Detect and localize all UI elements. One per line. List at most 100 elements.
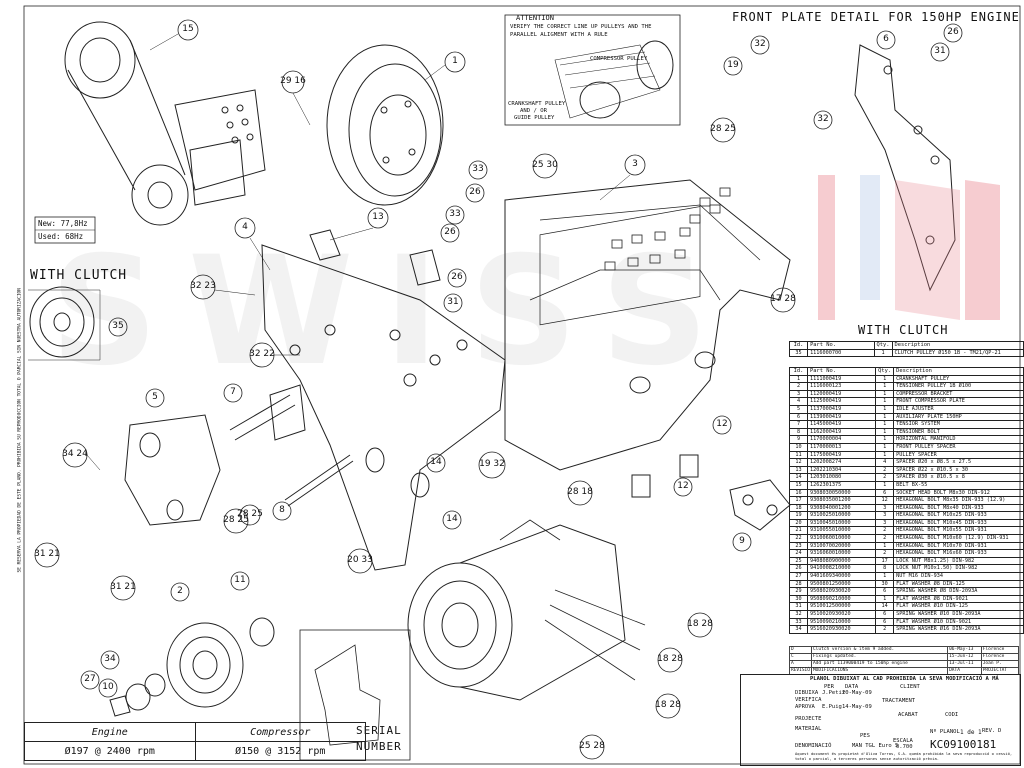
callout-35: 35	[112, 321, 124, 331]
callout-32: 32	[754, 39, 766, 49]
revision-cell: C	[789, 653, 812, 661]
bom-cell: 9308040001200	[806, 503, 877, 513]
callout-33: 33	[472, 164, 484, 174]
bom-cell: 9408080900000	[806, 556, 877, 566]
callout-31: 31	[447, 297, 459, 307]
bom-cell: 24	[789, 549, 808, 558]
bom-cell: 31	[789, 602, 808, 611]
bom-cell: 1262301375	[806, 480, 877, 490]
bom-cell: 9316060010000	[806, 549, 877, 558]
callout-28-25: 28 25	[223, 515, 249, 525]
bom-cell: 1	[875, 374, 895, 384]
bom-cell: 6	[875, 587, 895, 596]
bom-cell: 9310025010000	[806, 511, 877, 520]
tb-tractament: TRACTAMENT	[882, 698, 916, 704]
bom-cell: FLAT WASHER Ø10 DIN-9021	[893, 617, 1024, 627]
bom-cell: 2	[875, 534, 895, 543]
bom-cell: 1	[875, 412, 895, 422]
tb-denominacio: DENOMINACIÓ	[795, 743, 832, 749]
callout-8: 8	[279, 505, 285, 515]
bom-cell: 1111000419	[806, 374, 877, 384]
bom-cell: 9510090210000	[806, 617, 877, 627]
tb-rev-label: REV.	[982, 728, 996, 734]
bom-cell: HEXAGONAL BOLT M16x60 DIN-933	[893, 549, 1024, 558]
bom-cell: 9510020930020	[806, 610, 877, 619]
callout-25-28: 25 28	[579, 741, 605, 751]
revision-cell: Add part 1139000419 to 150hp engine	[810, 660, 949, 668]
bom-cell: 3	[875, 511, 895, 520]
callout-19-32: 19 32	[479, 459, 505, 469]
callout-26: 26	[469, 187, 481, 197]
callout-9: 9	[739, 536, 745, 546]
bom-cell: 1	[875, 397, 895, 406]
perf-header-engine: Engine	[24, 722, 196, 742]
bom-cell: IDLE AJUSTER	[893, 404, 1024, 414]
bom-cell: SPRING WASHER Ø10 DIN-2093A	[893, 610, 1024, 619]
attention-crank-3: GUIDE PULLEY	[514, 115, 555, 121]
tb-dibuixa-data: 20-May-09	[842, 690, 872, 696]
callout-31-21: 31 21	[110, 582, 136, 592]
bom-header-row: Id.Part No.Qty.Description	[789, 367, 1024, 376]
callout-13: 13	[372, 212, 384, 222]
callout-25-30: 25 30	[532, 160, 558, 170]
tb-planol-label: Nº PLANOL	[930, 729, 960, 735]
callout-31-21: 31 21	[34, 549, 60, 559]
bom-cell: 26	[789, 564, 808, 574]
callout-32-23: 32 23	[190, 281, 216, 291]
bom-cell: TENSIONER PULLEY 1B Ø100	[893, 382, 1024, 391]
bom-header-cell: Part No.	[806, 367, 877, 376]
bom-cell: FLAT WASHER Ø10 DIN-125	[893, 602, 1024, 611]
bom-cell: 9310045010000	[806, 518, 877, 528]
bom-cell: 9310060010000	[806, 534, 877, 543]
callout-2: 2	[177, 586, 183, 596]
bom-cell: 1	[875, 594, 895, 604]
bom-cell: 16	[789, 488, 808, 498]
callout-34: 34	[104, 654, 116, 664]
clutch-cell: 35	[788, 348, 809, 358]
clutch-header-row: Id.Part No.Qty.Description	[788, 341, 1024, 350]
bom-cell: TENSIOR SYSTEM	[893, 420, 1024, 429]
bom-cell: 17	[789, 496, 808, 505]
callout-14: 14	[430, 457, 442, 467]
tb-rev-val: D	[998, 728, 1002, 734]
bom-cell: 6	[789, 412, 808, 422]
bom-cell: 14	[789, 473, 808, 482]
tb-dibuixa-per: J.Petit	[822, 690, 846, 696]
with-clutch-table-heading: WITH CLUTCH	[858, 323, 949, 337]
bom-cell: 6	[875, 617, 895, 627]
callout-19: 19	[727, 60, 739, 70]
bom-cell: SOCKET HEAD BOLT M8x30 DIN-912	[893, 488, 1024, 498]
bom-cell: 1125000419	[806, 397, 877, 406]
callout-18-28: 18 28	[657, 654, 683, 664]
title-block	[740, 674, 1021, 766]
tb-escala: ESCALA	[893, 738, 913, 744]
tb-footer: Aquest document és propietat d'Oliva Tor…	[795, 751, 1013, 761]
perf-value-engine: Ø197 @ 2400 rpm	[24, 741, 196, 761]
callout-11: 11	[234, 575, 246, 585]
attention-crank-1: CRANKSHAFT PULLEY	[508, 101, 566, 107]
perf-header-compressor: Compressor	[194, 722, 366, 742]
revision-cell: Joan P.	[980, 660, 1020, 668]
bom-cell: 1	[875, 435, 895, 444]
bom-cell: FRONT COMPRESSOR PLATE	[893, 397, 1024, 406]
tb-warning: PLANOL DIBUIXAT AL CAD PROHIBIDA LA SEVA…	[810, 676, 999, 682]
bom-cell: 9310055010000	[806, 526, 877, 536]
bom-cell: 1175000419	[806, 450, 877, 460]
serial-number-label: SERIAL NUMBER	[356, 724, 402, 753]
tb-client: CLIENT	[900, 684, 920, 690]
callout-17-28: 17 28	[770, 294, 796, 304]
bom-cell: 28	[789, 579, 808, 589]
bom-cell: 9516020930020	[806, 625, 877, 634]
bom-cell: 33	[789, 617, 808, 627]
bom-cell: 6	[875, 488, 895, 498]
